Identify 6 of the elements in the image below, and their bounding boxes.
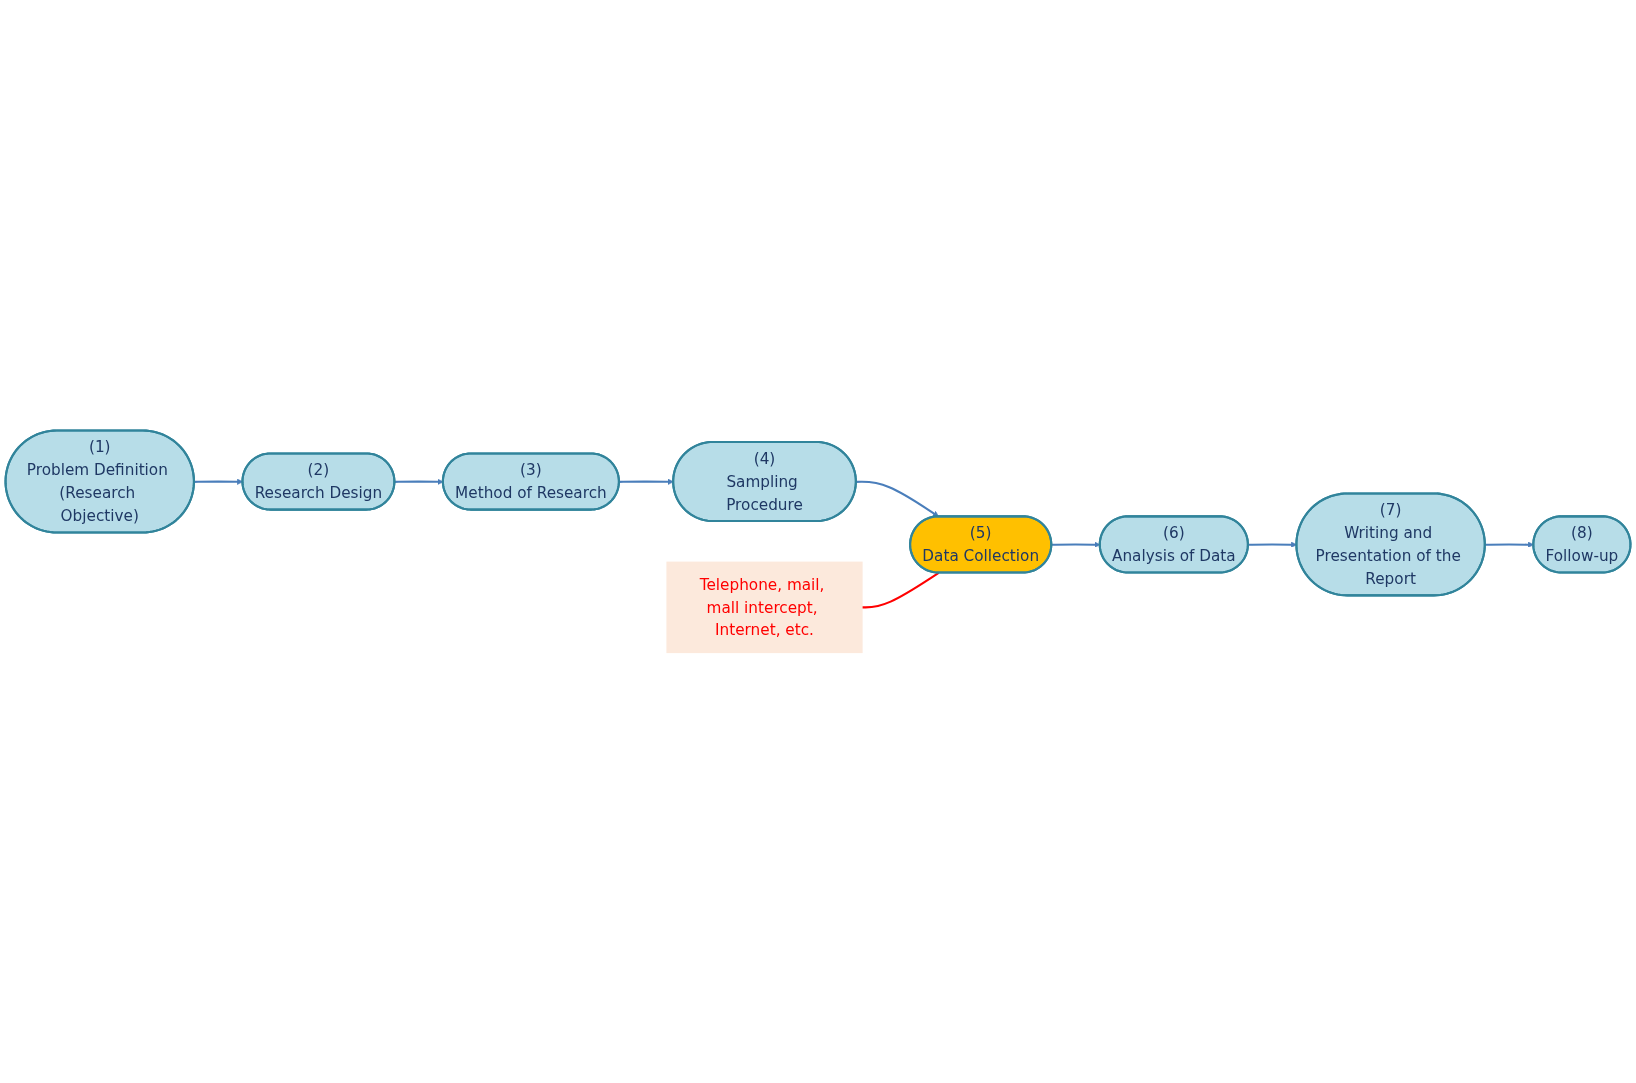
arrow [394, 478, 444, 485]
arrow [856, 480, 939, 518]
arrow [1485, 541, 1534, 548]
connector [861, 572, 940, 609]
node-box: Telephone, mail, mall intercept, Internet, etc. [666, 561, 863, 654]
arrow [619, 478, 674, 486]
